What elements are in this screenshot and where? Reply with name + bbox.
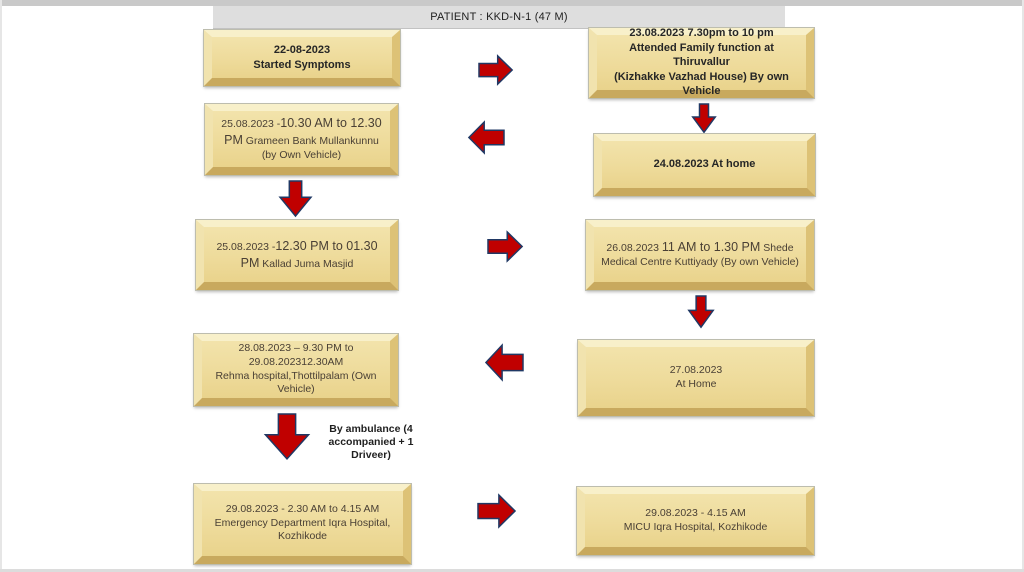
- arrow-down-icon: [692, 104, 716, 133]
- timeline-box-grameen-bank: 25.08.2023 -10.30 AM to 12.30 PM Grameen…: [205, 104, 398, 175]
- timeline-box-juma-masjid: 25.08.2023 -12.30 PM to 01.30 PM Kallad …: [196, 220, 398, 290]
- bottom-edge-strip: [0, 569, 1024, 572]
- timeline-box-rehma-hospital: 28.08.2023 – 9.30 PM to 29.08.202312.30A…: [194, 334, 398, 406]
- arrow-down-icon: [264, 414, 310, 460]
- box-line: Rehma hospital,Thottilpalam (Own: [215, 369, 377, 382]
- timeline-box-family-function: 23.08.2023 7.30pm to 10 pm Attended Fami…: [589, 27, 814, 98]
- box-text-large: 10.30 AM to 12.30 PM: [224, 116, 382, 148]
- box-line: Started Symptoms: [253, 58, 351, 71]
- patient-title: PATIENT : KKD-N-1 (47 M): [430, 11, 568, 23]
- arrow-left-icon: [485, 344, 523, 381]
- box-line: MICU Iqra Hospital, Kozhikode: [623, 520, 768, 533]
- timeline-box-at-home-24: 24.08.2023 At home: [594, 134, 815, 196]
- box-line: 23.08.2023 7.30pm to 10 pm: [629, 27, 774, 40]
- right-edge-strip: [1022, 0, 1024, 572]
- arrow-right-icon: [479, 55, 513, 85]
- timeline-box-at-home-27: 27.08.2023 At Home: [578, 340, 814, 416]
- patient-title-bar: PATIENT : KKD-N-1 (47 M): [213, 6, 785, 29]
- arrow-down-icon: [279, 181, 312, 217]
- box-text: 25.08.2023 -: [221, 118, 281, 131]
- box-line: 24.08.2023 At home: [653, 158, 756, 171]
- box-line: Attended Family function at Thiruvallur: [629, 41, 774, 69]
- timeline-box-micu: 29.08.2023 - 4.15 AM MICU Iqra Hospital,…: [577, 487, 814, 555]
- arrow-down-icon: [688, 296, 714, 328]
- box-text: Shede Medical Centre Kuttiyady (By own V…: [601, 242, 799, 268]
- box-text: 26.08.2023: [606, 242, 662, 255]
- box-text: Grameen Bank Mullankunnu (by Own Vehicle…: [242, 135, 379, 161]
- box-line: 28.08.2023 – 9.30 PM to: [238, 341, 354, 354]
- top-edge-strip: [0, 0, 1024, 6]
- box-line: 22-08-2023: [273, 43, 331, 56]
- timeline-box-emergency-dept: 29.08.2023 - 2.30 AM to 4.15 AM Emergenc…: [194, 484, 411, 564]
- box-text: Kallad Juma Masjid: [259, 257, 354, 270]
- box-line: Emergency Department Iqra Hospital,: [214, 516, 391, 529]
- arrow-right-icon: [488, 231, 523, 262]
- box-text-large: 12.30 PM to 01.30 PM: [240, 238, 378, 270]
- box-line: 29.08.202312.30AM: [248, 355, 344, 368]
- box-text-large: 11 AM to 1.30 PM: [661, 240, 761, 255]
- box-line: 29.08.2023 - 4.15 AM: [645, 506, 746, 519]
- box-line: Kozhikode: [277, 530, 328, 543]
- left-edge-strip: [0, 0, 2, 572]
- box-line: (Kizhakke Vazhad House) By own Vehicle: [614, 70, 789, 98]
- ambulance-note: By ambulance (4 accompanied + 1 Driveer): [328, 423, 414, 462]
- box-line: 27.08.2023: [669, 363, 723, 376]
- timeline-box-started-symptoms: 22-08-2023 Started Symptoms: [204, 30, 400, 86]
- box-line: At Home: [675, 377, 717, 390]
- arrow-left-icon: [468, 121, 504, 154]
- box-line: Vehicle): [277, 383, 315, 396]
- timeline-box-shede-medical: 26.08.2023 11 AM to 1.30 PM Shede Medica…: [586, 220, 814, 290]
- box-text: 25.08.2023 -: [216, 240, 276, 253]
- arrow-right-icon: [478, 494, 516, 528]
- box-line: 29.08.2023 - 2.30 AM to 4.15 AM: [225, 502, 380, 515]
